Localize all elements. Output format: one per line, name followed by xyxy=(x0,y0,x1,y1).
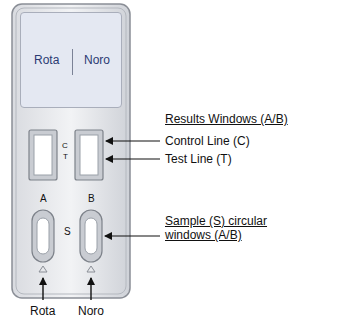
panel-label: Rota xyxy=(34,53,59,67)
panel-label: Noro xyxy=(84,53,110,67)
window-letter: B xyxy=(88,193,95,205)
line-letter: T xyxy=(63,152,68,162)
divider-line xyxy=(72,49,73,75)
line-letter: C xyxy=(62,141,68,151)
callout-heading: Sample (S) circular windows (A/B) xyxy=(165,214,305,242)
channel-label: Rota xyxy=(30,304,55,318)
channel-label: Noro xyxy=(78,304,104,318)
window-letter: S xyxy=(64,226,71,238)
callout-text: Test Line (T) xyxy=(165,152,232,166)
label-panel: Rota Noro xyxy=(20,12,122,108)
callout-text: Control Line (C) xyxy=(165,134,250,148)
callout-heading: Results Windows (A/B) xyxy=(165,112,288,126)
window-letter: A xyxy=(40,193,47,205)
